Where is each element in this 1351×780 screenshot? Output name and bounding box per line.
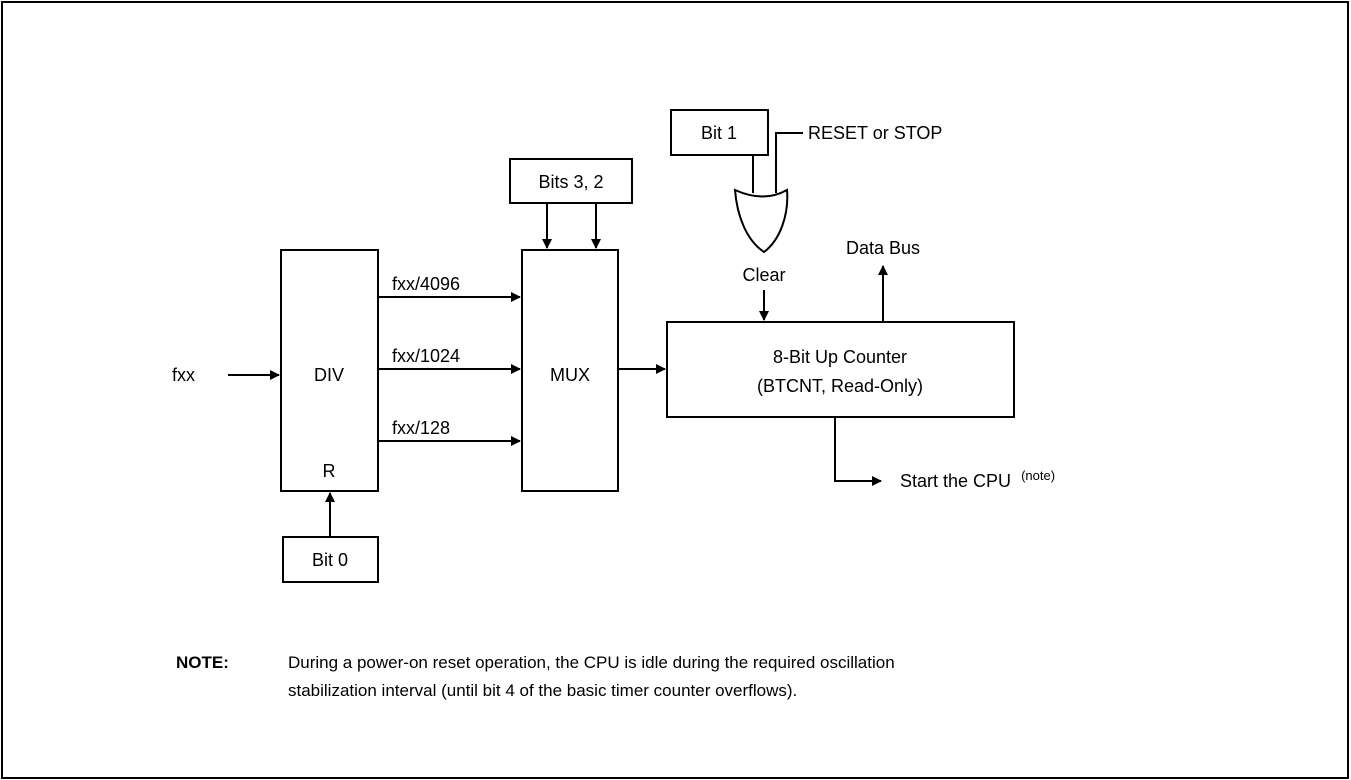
div128-label: fxx/128: [392, 418, 450, 438]
bit1-block: [670, 109, 769, 156]
note-line-2: stabilization interval (until bit 4 of t…: [288, 681, 797, 700]
counter-line1: 8-Bit Up Counter: [773, 347, 907, 367]
data-bus-label: Data Bus: [846, 238, 920, 258]
start-cpu-text: Start the CPU: [900, 471, 1011, 491]
bits32-block: [509, 158, 633, 204]
note-label: NOTE:: [176, 653, 229, 672]
bit1-label: Bit 1: [701, 123, 737, 143]
start-cpu-wire: [834, 417, 882, 486]
reset-stop-wire: [775, 132, 803, 193]
bits32-label: Bits 3, 2: [538, 172, 603, 192]
bit0-label: Bit 0: [312, 550, 348, 570]
div-block: [280, 249, 379, 492]
div-reset-label: R: [323, 461, 336, 481]
fxx-input-label: fxx: [172, 365, 195, 385]
start-cpu-note-ref: (note): [1021, 468, 1055, 483]
or-gate-symbol: [733, 188, 789, 254]
clear-label: Clear: [742, 265, 785, 285]
mux-block: [521, 249, 619, 492]
note-line-1: During a power-on reset operation, the C…: [288, 653, 895, 672]
div1024-label: fxx/1024: [392, 346, 460, 366]
div4096-label: fxx/4096: [392, 274, 460, 294]
counter-line2: (BTCNT, Read-Only): [757, 376, 923, 396]
counter-block: [666, 321, 1015, 418]
mux-block-label: MUX: [550, 365, 590, 385]
div-block-label: DIV: [314, 365, 344, 385]
reset-stop-label: RESET or STOP: [808, 123, 942, 143]
start-cpu-label: Start the CPU (note): [900, 468, 1055, 491]
bit0-block: [282, 536, 379, 583]
